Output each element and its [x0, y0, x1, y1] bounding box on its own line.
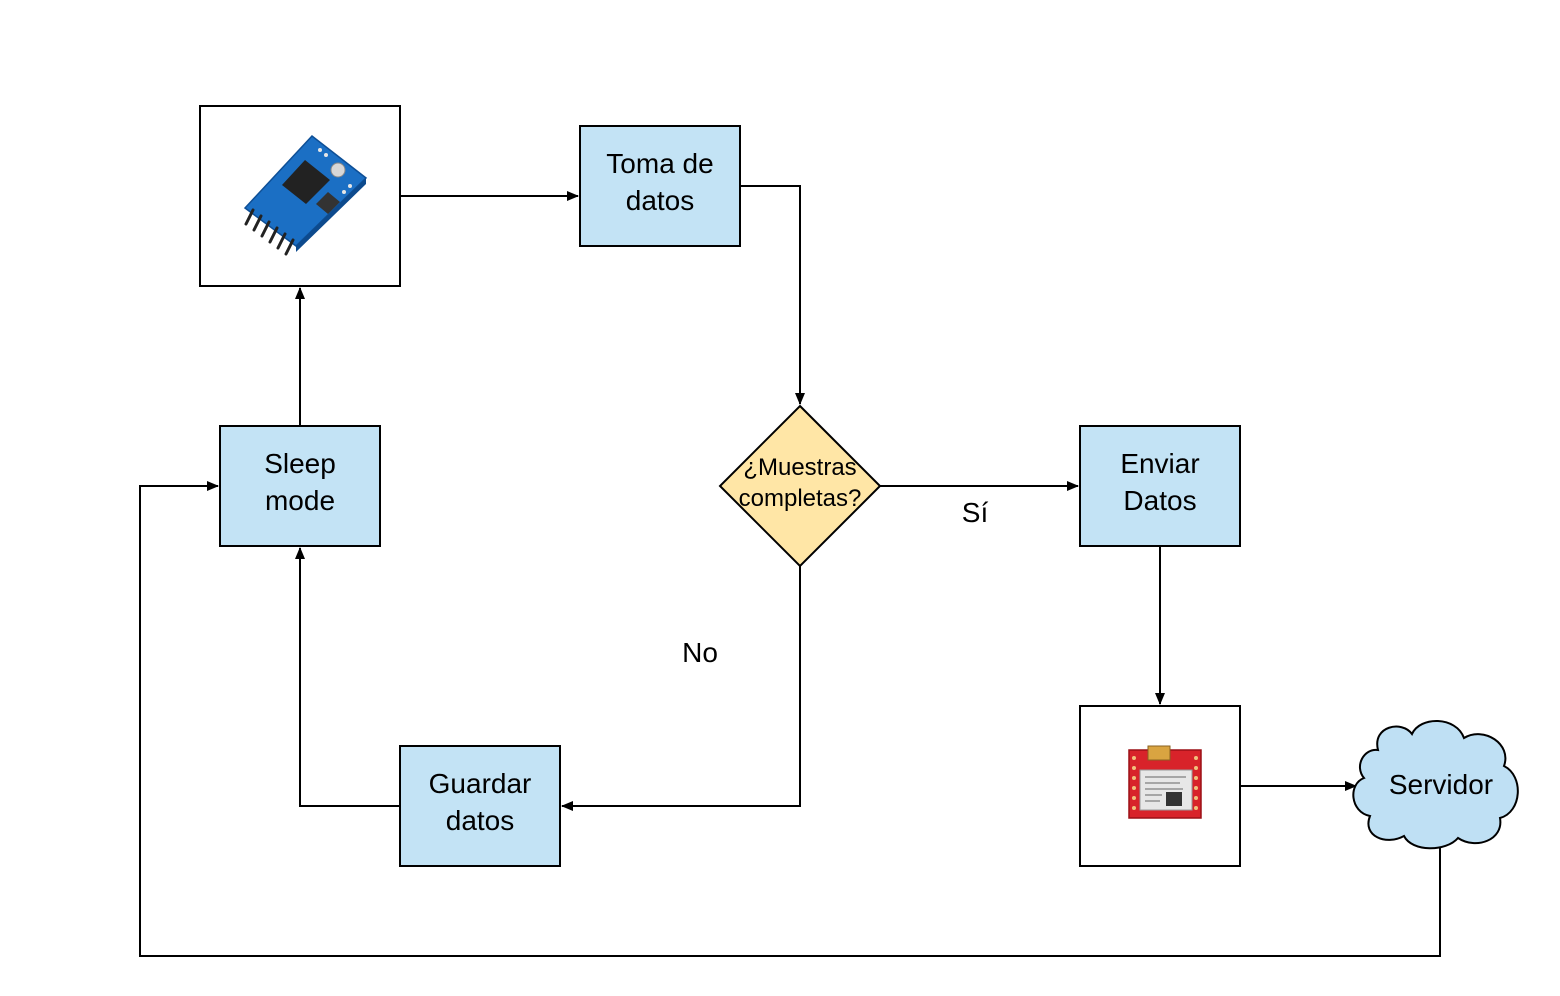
gsm-module-node [1079, 705, 1241, 867]
toma-de-datos-label-line2: datos [626, 185, 695, 216]
edge-decision-no-to-guardar [561, 566, 801, 811]
sleep-mode-node: Sleep mode [219, 425, 381, 547]
decision-label-line2: completas? [739, 485, 862, 512]
guardar-datos-label-line1: Guardar [429, 768, 532, 799]
servidor-node: Servidor [1352, 720, 1519, 850]
enviar-datos-label-line2: Datos [1123, 485, 1196, 516]
gsm-module-board-icon [1128, 745, 1202, 819]
rtc-module-node [199, 105, 401, 287]
toma-de-datos-node: Toma de datos [579, 125, 741, 247]
toma-de-datos-label-line1: Toma de [606, 148, 713, 179]
sleep-mode-label-line2: mode [265, 485, 335, 516]
edge-toma-to-decision [740, 185, 805, 405]
guardar-datos-node: Guardar datos [399, 745, 561, 867]
sleep-mode-label-line1: Sleep [264, 448, 336, 479]
cloud-icon [1352, 720, 1519, 850]
decision-node: ¿Muestras completas? [718, 404, 882, 568]
servidor-label: Servidor [1389, 769, 1493, 800]
decision-label-line1: ¿Muestras [743, 454, 856, 481]
rtc-module-board-icon [243, 134, 368, 256]
edge-guardar-to-sleep [295, 547, 400, 807]
enviar-datos-node: Enviar Datos [1079, 425, 1241, 547]
edge-label-yes: Sí [962, 497, 989, 528]
guardar-datos-label-line2: datos [446, 805, 515, 836]
edge-servidor-to-sleep [139, 481, 1441, 957]
enviar-datos-label-line1: Enviar [1120, 448, 1199, 479]
edge-label-no: No [682, 637, 718, 668]
